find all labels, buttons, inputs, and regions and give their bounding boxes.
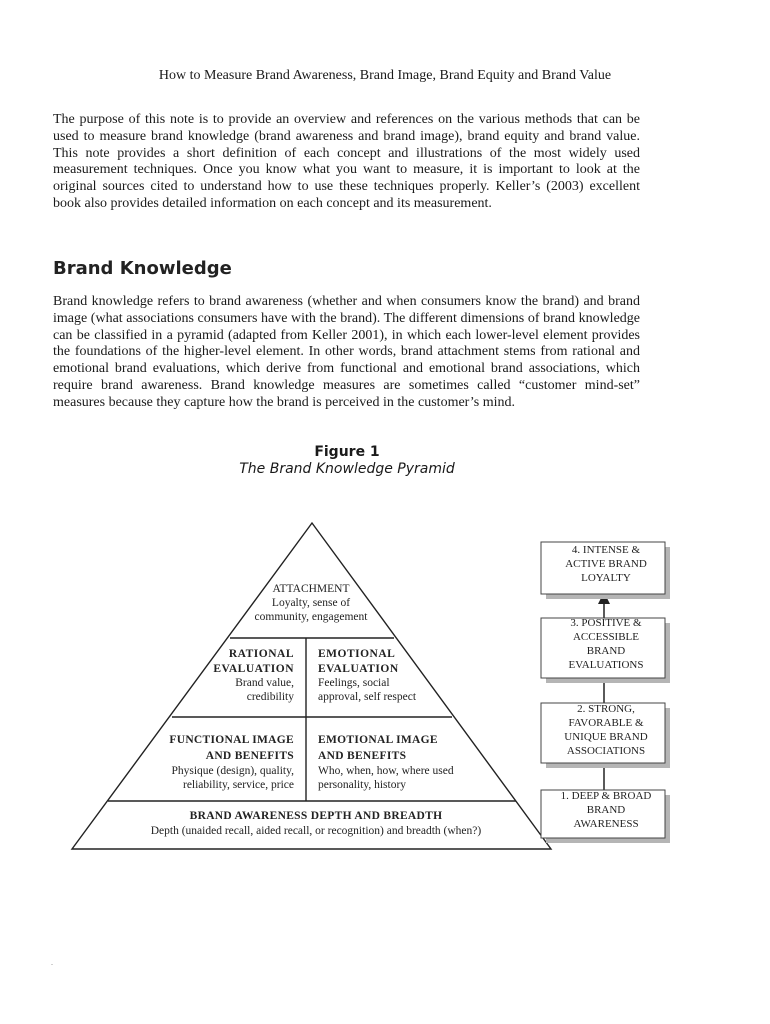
section-paragraph: Brand knowledge refers to brand awarenes… — [53, 294, 640, 410]
emotional-image-title2: AND BENEFITS — [318, 750, 406, 762]
footer-mark: . — [51, 958, 53, 967]
document-title: How to Measure Brand Awareness, Brand Im… — [158, 68, 612, 83]
ladder-1-line2: BRAND — [587, 804, 626, 816]
rational-title1: RATIONAL — [229, 648, 294, 660]
tier-emotional-image: EMOTIONAL IMAGE AND BENEFITS Who, when, … — [318, 734, 454, 791]
ladder-box-3: 3. POSITIVE & ACCESSIBLE BRAND EVALUATIO… — [540, 617, 670, 683]
ladder-1-line3: AWARENESS — [573, 818, 638, 830]
emotional-eval-line2: approval, self respect — [318, 691, 417, 703]
ladder-box-4: 4. INTENSE & ACTIVE BRAND LOYALTY — [540, 541, 670, 599]
emotional-image-line2: personality, history — [318, 779, 406, 791]
ladder-3-line4: EVALUATIONS — [569, 659, 644, 671]
pyramid — [70, 521, 553, 850]
tier-emotional-evaluation: EMOTIONAL EVALUATION Feelings, social ap… — [318, 648, 417, 703]
attachment-line2: community, engagement — [255, 611, 369, 623]
ladder-4-line3: LOYALTY — [581, 572, 631, 584]
ladder-3-line2: ACCESSIBLE — [573, 631, 639, 643]
emotional-eval-line1: Feelings, social — [318, 677, 390, 689]
tier-functional-image: FUNCTIONAL IMAGE AND BENEFITS Physique (… — [169, 734, 294, 791]
emotional-eval-title2: EVALUATION — [318, 663, 399, 675]
rational-title2: EVALUATION — [213, 663, 294, 675]
functional-title2: AND BENEFITS — [206, 750, 294, 762]
functional-line1: Physique (design), quality, — [171, 765, 294, 777]
figure-number: Figure 1 — [314, 444, 380, 460]
ladder-3-line3: BRAND — [587, 645, 626, 657]
emotional-image-line1: Who, when, how, where used — [318, 765, 454, 777]
ladder-3-line1: 3. POSITIVE & — [570, 617, 642, 629]
functional-line2: reliability, service, price — [183, 779, 294, 791]
ladder-2-line2: FAVORABLE & — [568, 717, 644, 729]
emotional-eval-title1: EMOTIONAL — [318, 648, 395, 660]
awareness-title: BRAND AWARENESS DEPTH AND BREADTH — [190, 810, 443, 822]
section-heading: Brand Knowledge — [53, 258, 232, 279]
tier-attachment: ATTACHMENT Loyalty, sense of community, … — [255, 583, 369, 623]
awareness-line1: Depth (unaided recall, aided recall, or … — [151, 825, 482, 837]
ladder-box-1: 1. DEEP & BROAD BRAND AWARENESS — [540, 789, 670, 843]
rational-line2: credibility — [247, 691, 295, 703]
ladder-4-line1: 4. INTENSE & — [572, 544, 641, 556]
emotional-image-title1: EMOTIONAL IMAGE — [318, 734, 438, 746]
ladder-box-2: 2. STRONG, FAVORABLE & UNIQUE BRAND ASSO… — [540, 702, 670, 768]
ladder-2-line4: ASSOCIATIONS — [567, 745, 645, 757]
attachment-line1: Loyalty, sense of — [272, 597, 350, 609]
attachment-title: ATTACHMENT — [272, 583, 349, 595]
ladder-2-line3: UNIQUE BRAND — [564, 731, 647, 743]
tier-awareness: BRAND AWARENESS DEPTH AND BREADTH Depth … — [151, 810, 482, 837]
functional-title1: FUNCTIONAL IMAGE — [169, 734, 294, 746]
intro-paragraph: The purpose of this note is to provide a… — [53, 112, 640, 211]
pyramid-outline — [70, 521, 553, 850]
figure-caption: The Brand Knowledge Pyramid — [239, 461, 455, 477]
ladder: 4. INTENSE & ACTIVE BRAND LOYALTY 3. POS… — [540, 541, 670, 843]
rational-line1: Brand value, — [235, 677, 294, 689]
ladder-2-line1: 2. STRONG, — [577, 703, 635, 715]
ladder-4-line2: ACTIVE BRAND — [565, 558, 647, 570]
ladder-1-line1: 1. DEEP & BROAD — [561, 790, 652, 802]
tier-rational-evaluation: RATIONAL EVALUATION Brand value, credibi… — [213, 648, 294, 703]
